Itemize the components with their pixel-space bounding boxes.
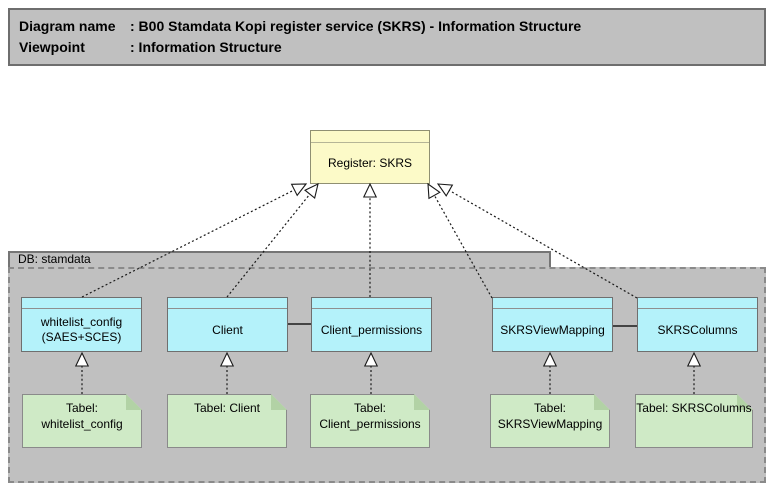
entity-compartment-divider [312, 298, 431, 309]
entity-label: Client_permissions [320, 322, 423, 337]
table-note-skrsviewmapping[interactable]: Tabel: SKRSViewMapping [490, 394, 610, 448]
table-note-label: Tabel: SKRSViewMapping [497, 401, 603, 431]
table-note-label: Tabel: Client_permissions [319, 401, 421, 431]
entity-label: Client [212, 322, 243, 337]
entity-whitelist-config[interactable]: whitelist_config (SAES+SCES) [21, 297, 142, 352]
db-stamdata-group-header[interactable]: DB: stamdata [8, 251, 551, 267]
table-note-label: Tabel: Client [193, 401, 261, 415]
table-note-label: Tabel: SKRSColumns [636, 401, 752, 415]
hollow-triangle-arrowhead [427, 182, 441, 200]
entity-label: SKRSColumns [657, 322, 738, 337]
entity-skrsviewmapping[interactable]: SKRSViewMapping [492, 297, 613, 352]
table-note-skrscolumns[interactable]: Tabel: SKRSColumns [635, 394, 753, 448]
hollow-triangle-arrowhead [436, 183, 454, 197]
viewpoint-value: : Information Structure [130, 39, 282, 55]
entity-label: SKRSViewMapping [500, 322, 605, 337]
diagram-title-bar: Diagram name : B00 Stamdata Kopi register… [8, 8, 766, 66]
hollow-triangle-arrowhead [362, 182, 378, 198]
entity-client[interactable]: Client [167, 297, 288, 352]
entity-skrscolumns[interactable]: SKRSColumns [637, 297, 758, 352]
table-note-whitelist-config[interactable]: Tabel: whitelist_config [22, 394, 142, 448]
db-stamdata-label: DB: stamdata [18, 252, 91, 266]
entity-label: whitelist_config (SAES+SCES) [40, 315, 123, 344]
viewpoint-label: Viewpoint [19, 39, 85, 55]
entity-compartment-divider [168, 298, 287, 309]
register-skrs-object[interactable]: Register: SKRS [310, 130, 430, 184]
viewpoint-row: Viewpoint : Information Structure [19, 37, 764, 58]
entity-compartment-divider [493, 298, 612, 309]
hollow-triangle-arrowhead [290, 183, 308, 197]
diagram-name-value: : B00 Stamdata Kopi register service (SK… [130, 18, 582, 34]
hollow-triangle-arrowhead [303, 183, 319, 199]
entity-compartment-divider [638, 298, 757, 309]
register-label: Register: SKRS [327, 156, 413, 170]
entity-compartment-divider [22, 298, 141, 309]
table-note-client-permissions[interactable]: Tabel: Client_permissions [310, 394, 430, 448]
diagram-name-row: Diagram name : B00 Stamdata Kopi register… [19, 16, 764, 37]
diagram-name-label: Diagram name [19, 18, 116, 34]
table-note-client[interactable]: Tabel: Client [167, 394, 287, 448]
table-note-label: Tabel: whitelist_config [41, 401, 123, 431]
entity-client-permissions[interactable]: Client_permissions [311, 297, 432, 352]
register-compartment-divider [311, 131, 429, 143]
